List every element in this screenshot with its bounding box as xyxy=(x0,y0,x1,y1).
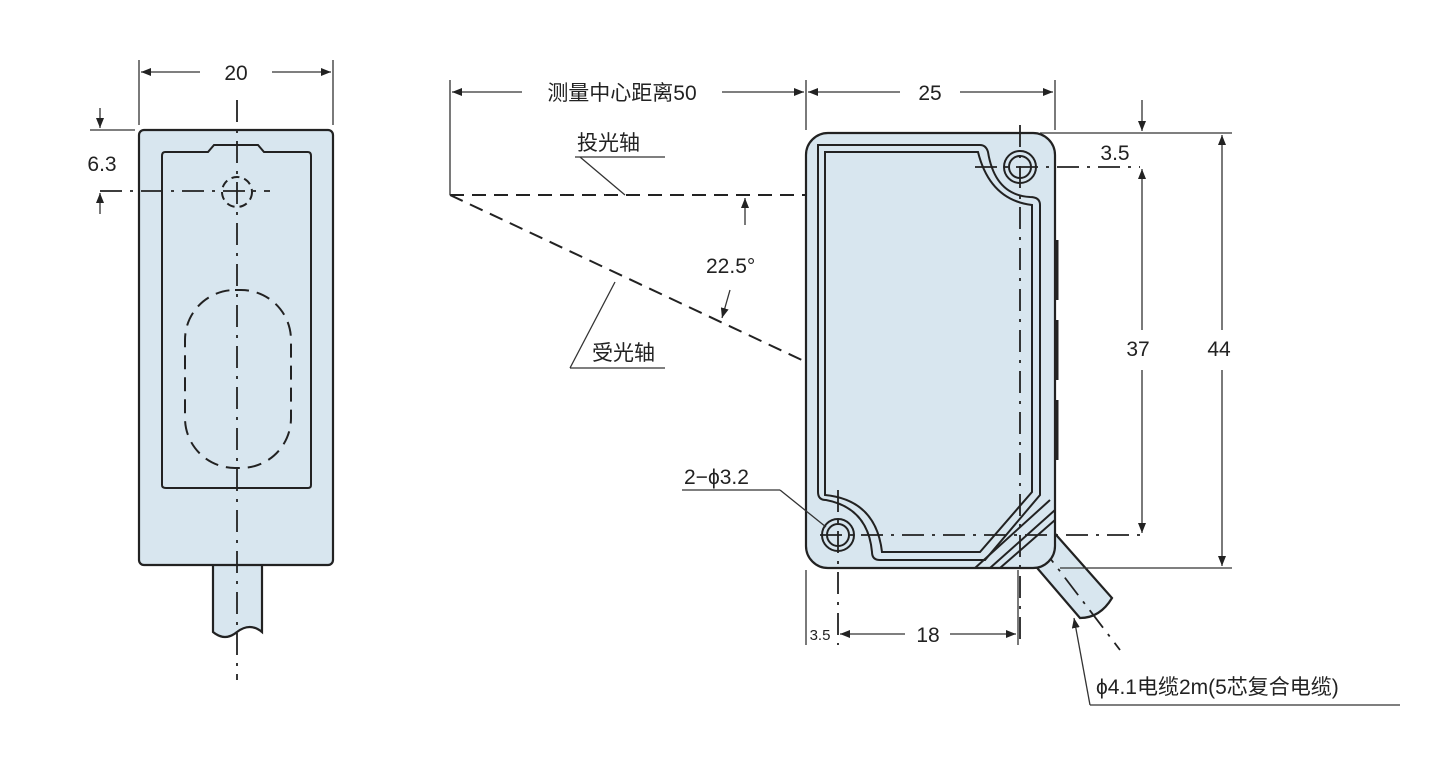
sensor-body-side xyxy=(804,131,1057,570)
cable-label: ϕ4.1电缆2m(5芯复合电缆) xyxy=(1096,676,1339,699)
hole-offset-dim: 6.3 xyxy=(87,153,116,176)
side-width-dim: 25 xyxy=(918,82,941,105)
top-hole-offset-dim: 3.5 xyxy=(1100,142,1129,165)
front-width-dim: 20 xyxy=(224,62,247,85)
lens-window xyxy=(161,144,312,489)
emitter-lens-outline xyxy=(221,176,253,208)
angle-label: 22.5° xyxy=(706,255,755,278)
hole-pitch-dim: 37 xyxy=(1126,338,1149,361)
receiver-axis xyxy=(449,194,807,363)
hole-spacing-dim: 18 xyxy=(916,624,939,647)
front-view: 20 6.3 xyxy=(87,60,335,680)
emitter-axis-label: 投光轴 xyxy=(577,132,640,155)
side-view: 测量中心距离50 25 投光轴 22.5° 受光轴 3.5 37 44 2−ϕ3… xyxy=(449,80,1400,706)
bottom-hole-offset-dim: 3.5 xyxy=(810,627,831,644)
sensor-body-front xyxy=(137,128,335,567)
height-dim: 44 xyxy=(1207,338,1231,361)
receiver-axis-label: 受光轴 xyxy=(592,342,655,365)
mounting-holes-label: 2−ϕ3.2 xyxy=(684,466,749,489)
receiver-lens-outline xyxy=(184,289,292,469)
sensing-distance-label: 测量中心距离50 xyxy=(547,82,696,105)
